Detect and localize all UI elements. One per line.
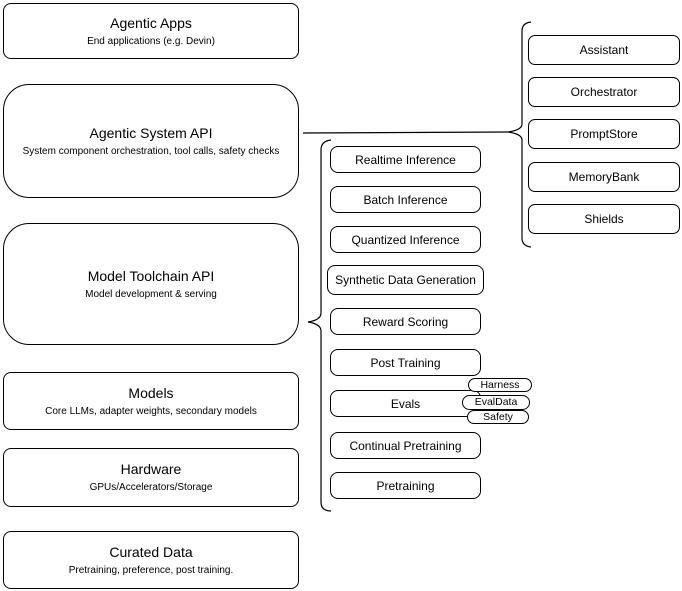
node-continual-pretraining: Continual Pretraining [330, 432, 481, 459]
node-models: Models Core LLMs, adapter weights, secon… [3, 372, 299, 430]
node-title: Agentic System API [89, 124, 213, 141]
node-reward-scoring: Reward Scoring [330, 308, 481, 335]
node-label: Orchestrator [570, 85, 638, 99]
node-label: Realtime Inference [355, 152, 456, 167]
node-label: Pretraining [376, 478, 435, 493]
node-evals: Evals [330, 390, 481, 417]
toolchain-brace [307, 139, 332, 512]
node-title: Model Toolchain API [87, 267, 215, 284]
node-agentic-apps: Agentic Apps End applications (e.g. Devi… [3, 3, 299, 59]
node-label: Assistant [579, 43, 629, 57]
system-components-brace [507, 21, 532, 248]
node-subtitle: GPUs/Accelerators/Storage [89, 482, 213, 493]
node-label: Synthetic Data Generation [335, 273, 476, 287]
node-label: Shields [584, 212, 624, 226]
node-shields: Shields [528, 204, 680, 234]
node-subtitle: Pretraining, preference, post training. [68, 564, 234, 576]
node-label: Continual Pretraining [349, 438, 462, 453]
tag-label: Safety [483, 410, 513, 423]
node-title: Hardware [120, 461, 182, 477]
node-title: Curated Data [109, 543, 193, 560]
node-model-toolchain-api: Model Toolchain API Model development & … [3, 223, 299, 345]
node-subtitle: Model development & serving [85, 288, 217, 300]
node-assistant: Assistant [528, 35, 680, 65]
node-quantized-inference: Quantized Inference [330, 226, 481, 253]
node-agentic-system-api: Agentic System API System component orch… [3, 84, 299, 198]
node-title: Models [128, 384, 174, 401]
tag-evaldata: EvalData [462, 395, 530, 410]
tag-label: EvalData [474, 396, 518, 408]
node-subtitle: Core LLMs, adapter weights, secondary mo… [45, 405, 257, 417]
node-curated-data: Curated Data Pretraining, preference, po… [3, 531, 299, 589]
node-orchestrator: Orchestrator [528, 77, 680, 107]
node-label: Quantized Inference [351, 232, 460, 247]
tag-harness: Harness [468, 378, 532, 392]
node-pretraining: Pretraining [330, 472, 481, 499]
tag-safety: Safety [467, 410, 529, 424]
node-label: MemoryBank [568, 170, 640, 184]
node-hardware: Hardware GPUs/Accelerators/Storage [3, 448, 299, 507]
node-label: PromptStore [570, 127, 638, 141]
tag-label: Harness [480, 378, 520, 391]
node-label: Reward Scoring [362, 314, 449, 329]
node-subtitle: System component orchestration, tool cal… [22, 145, 280, 157]
node-label: Evals [390, 396, 421, 411]
node-realtime-inference: Realtime Inference [330, 146, 481, 173]
node-batch-inference: Batch Inference [330, 186, 481, 213]
node-title: Agentic Apps [110, 14, 192, 31]
system-components-connector-line [302, 131, 509, 134]
node-post-training: Post Training [330, 349, 481, 376]
node-label: Post Training [370, 355, 441, 370]
node-synthetic-data-generation: Synthetic Data Generation [327, 265, 484, 295]
node-memorybank: MemoryBank [528, 162, 680, 192]
node-subtitle: End applications (e.g. Devin) [87, 35, 215, 47]
node-label: Batch Inference [363, 192, 448, 207]
node-promptstore: PromptStore [528, 119, 680, 149]
